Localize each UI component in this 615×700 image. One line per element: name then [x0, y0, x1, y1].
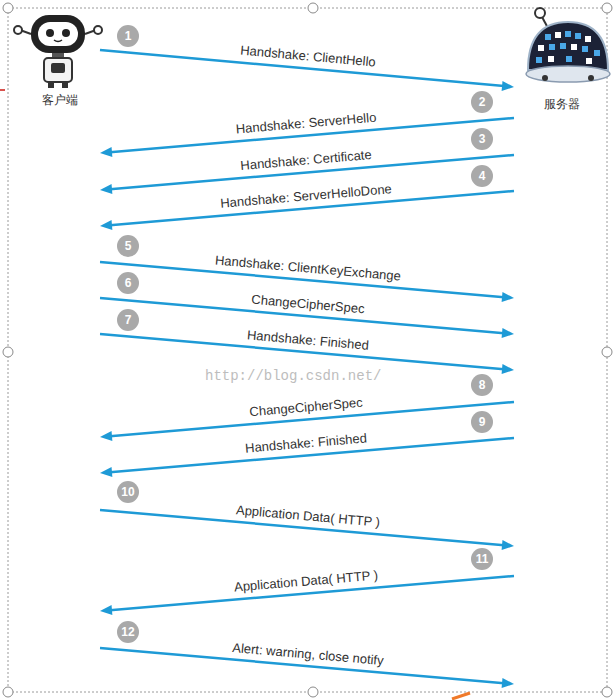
callout-number: 2 [471, 91, 493, 113]
callout-number: 10 [117, 481, 139, 503]
message-label: Alert: warning, close notify [229, 639, 387, 668]
message-label: Application Data( HTTP ) [230, 567, 381, 595]
watermark: http://blog.csdn.net/ [205, 368, 381, 384]
callout-number: 6 [117, 272, 139, 294]
callout-number: 3 [471, 128, 493, 150]
callout-number: 7 [117, 309, 139, 331]
message-label: Application Data( HTTP ) [233, 502, 384, 530]
callout-number: 1 [117, 25, 139, 47]
client-robot [14, 15, 102, 88]
actor-node: 客户端 [20, 4, 100, 108]
callout-number: 5 [117, 235, 139, 257]
slide-mark [452, 693, 470, 699]
message-label: Handshake: ClientHello [237, 42, 380, 70]
selection-frame [8, 8, 607, 692]
callout-number: 8 [471, 374, 493, 396]
actor-node: 服务器 [514, 4, 610, 112]
selection-handles [3, 3, 612, 697]
actor-label: 客户端 [40, 93, 80, 108]
message-label: Handshake: ClientKeyExchange [212, 252, 405, 284]
server-robot [526, 8, 610, 82]
message-label: Handshake: ServerHelloDone [217, 181, 396, 211]
message-label: Handshake: ServerHello [232, 109, 380, 136]
callout-number: 4 [471, 165, 493, 187]
callout-number: 9 [471, 411, 493, 433]
callout-number: 11 [471, 548, 493, 570]
slide-mark [0, 89, 5, 91]
actor-label: 服务器 [542, 97, 582, 112]
callout-number: 12 [117, 621, 139, 643]
